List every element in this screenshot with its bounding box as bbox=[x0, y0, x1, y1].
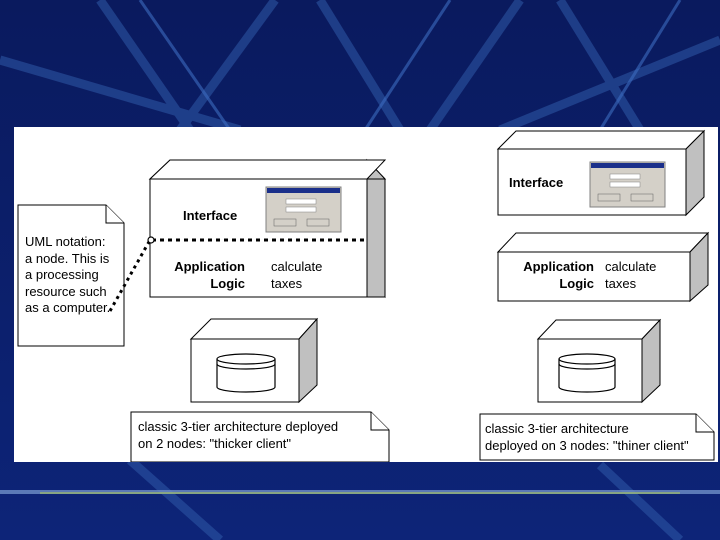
caption-box-right bbox=[479, 413, 715, 461]
database-cylinder-icon-right bbox=[558, 353, 616, 393]
diagram-panel: Interface Application Logic calculate ta… bbox=[14, 127, 718, 462]
app-label-line2-right: Logic bbox=[559, 276, 594, 291]
app-label-line1-right: Application bbox=[523, 259, 594, 274]
caption-text-left: classic 3-tier architecture deployed on … bbox=[138, 419, 339, 451]
window-thumbnail-right bbox=[589, 161, 666, 208]
interface-label-right: Interface bbox=[509, 175, 564, 190]
window-thumbnail-left bbox=[265, 186, 342, 233]
database-cylinder-icon-left bbox=[216, 353, 276, 393]
calc-label-line2-right: taxes bbox=[605, 276, 637, 291]
connector-endpoint bbox=[147, 236, 155, 244]
app-label-line1-left: Application bbox=[174, 259, 245, 274]
app-label-line2-left: Logic bbox=[210, 276, 245, 291]
deployment-diagram bbox=[17, 129, 715, 462]
calc-label-line2-left: taxes bbox=[271, 276, 303, 291]
caption-text-right: classic 3-tier architecture deployed on … bbox=[485, 421, 689, 453]
caption-box-left bbox=[130, 411, 390, 462]
calc-label-line1-left: calculate bbox=[271, 259, 323, 274]
uml-note-text: UML notation: a node. This is a processi… bbox=[25, 234, 111, 315]
application-node-right bbox=[496, 231, 710, 303]
interface-label-left: Interface bbox=[183, 208, 238, 223]
calc-label-line1-right: calculate bbox=[605, 259, 657, 274]
